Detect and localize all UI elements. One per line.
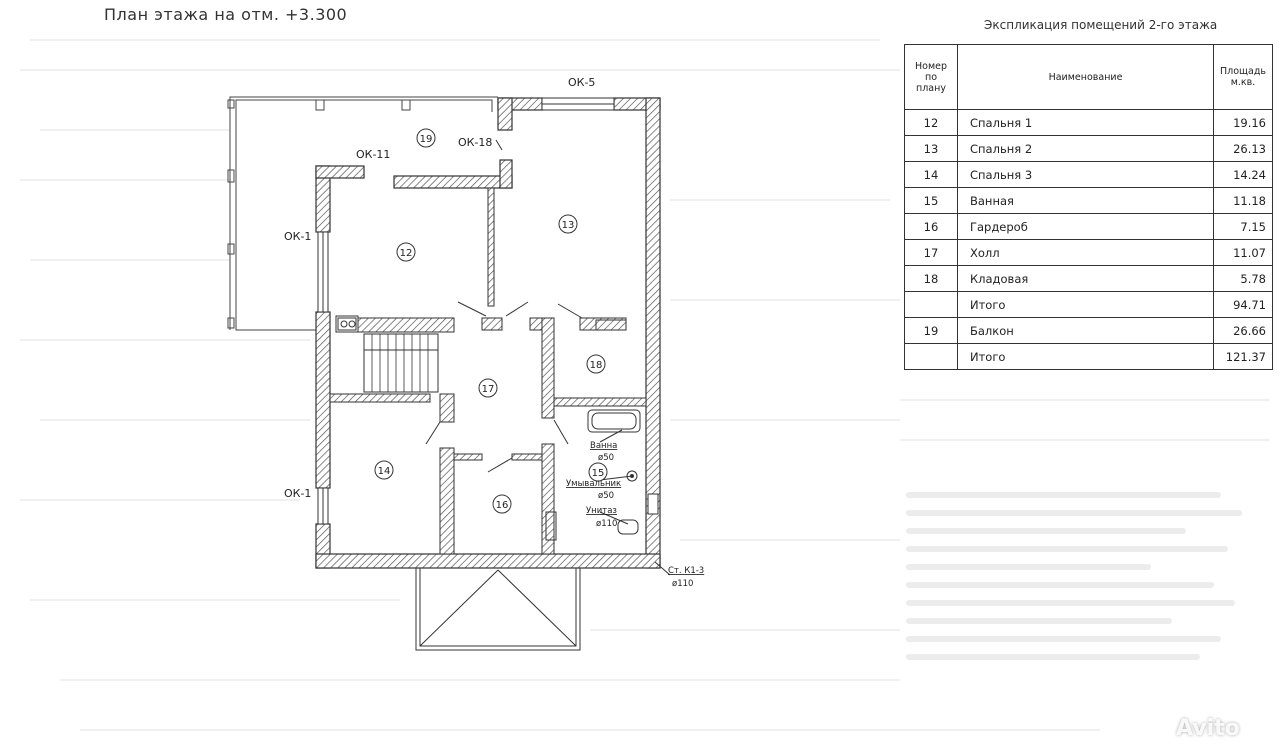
- label-umyvalnik-diam: ø50: [598, 491, 614, 501]
- room-14-label: 14: [378, 466, 391, 477]
- label-ok1-bottom: ОК-1: [284, 487, 311, 500]
- header-name: Наименование: [956, 44, 1215, 110]
- staircase: [337, 317, 439, 393]
- room-17-label: 17: [482, 384, 495, 395]
- explication-title: Экспликация помещений 2-го этажа: [984, 18, 1218, 32]
- room-16-label: 16: [496, 500, 509, 511]
- porch-canopy: [415, 567, 581, 651]
- label-ok1-top: ОК-1: [284, 230, 311, 243]
- label-riser: Ст. К1-3: [668, 566, 704, 576]
- room-12-label: 12: [400, 248, 413, 259]
- room-19-label: 19: [420, 134, 433, 145]
- bathroom-fixtures: [545, 319, 641, 541]
- exterior-walls: [315, 97, 661, 569]
- label-unitaz: Унитаз: [586, 506, 617, 516]
- interior-walls: [329, 187, 647, 555]
- room-markers: [374, 128, 608, 514]
- room-13-label: 13: [562, 220, 575, 231]
- door-swings: [425, 301, 583, 473]
- label-ok18: ОК-18: [458, 136, 492, 149]
- explication-table: Номер по плану Наименование Площадь м.кв…: [904, 44, 1273, 370]
- balcony-outline: [227, 96, 498, 331]
- room-15-label: 15: [592, 468, 605, 479]
- label-riser-diam: ø110: [672, 579, 693, 589]
- label-ok11: ОК-11: [356, 148, 390, 161]
- label-vanna: Ванна: [590, 441, 617, 451]
- label-umyvalnik: Умывальник: [566, 479, 621, 489]
- room-18-label: 18: [590, 360, 603, 371]
- label-ok5: ОК-5: [568, 76, 595, 89]
- label-unitaz-diam: ø110: [596, 519, 617, 529]
- windows: [317, 97, 659, 525]
- header-area: Площадь м.кв.: [1213, 44, 1273, 110]
- label-vanna-diam: ø50: [598, 453, 614, 463]
- faded-notes: [906, 480, 1256, 672]
- avito-watermark: Avito: [1176, 716, 1240, 741]
- plan-title: План этажа на отм. +3.300: [104, 5, 348, 24]
